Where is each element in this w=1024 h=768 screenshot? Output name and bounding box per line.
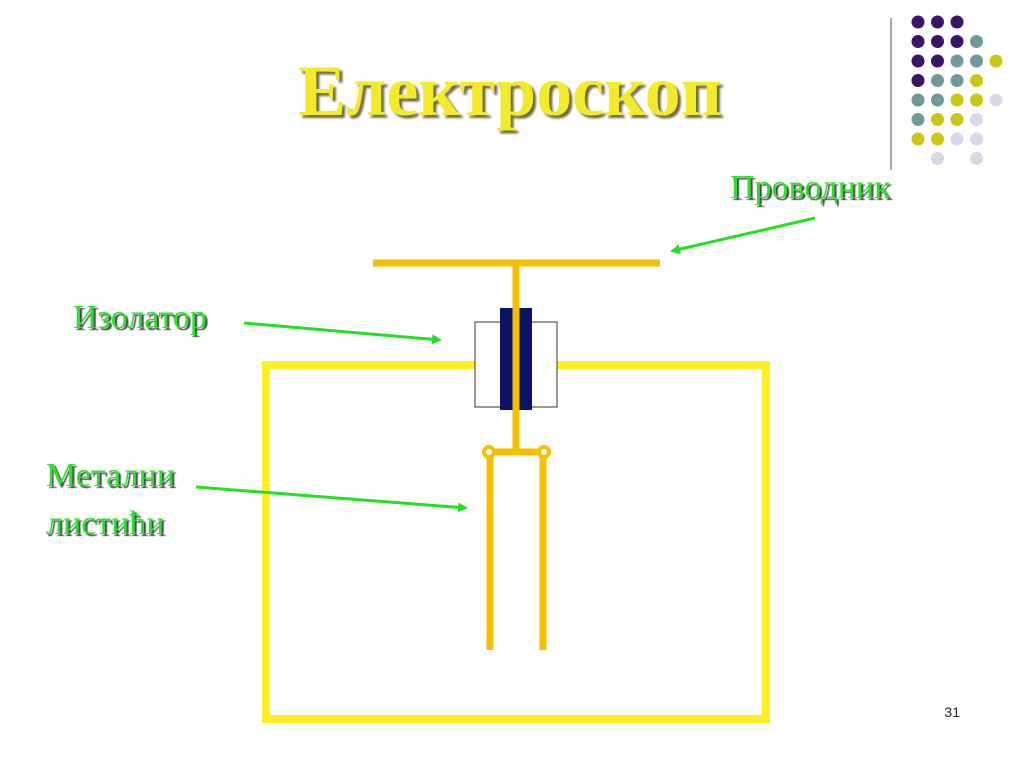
- decorative-dot: [950, 132, 964, 146]
- decorative-dot: [989, 93, 1003, 107]
- decorative-dot: [911, 54, 925, 68]
- decorative-dot: [970, 132, 983, 146]
- decorative-dot: [931, 74, 944, 87]
- decorative-dot: [911, 93, 925, 107]
- decorative-dot: [950, 74, 964, 87]
- decorative-dot: [931, 35, 944, 48]
- label-conductor: Проводник: [730, 169, 891, 206]
- decorative-dot: [931, 152, 944, 165]
- label-metal-leaves-line2: листићи: [46, 505, 165, 542]
- leaf-hinge-left: [482, 445, 496, 459]
- decorative-dot: [911, 35, 925, 48]
- decorative-dot: [950, 35, 964, 48]
- label-metal-leaves: Метални листићи: [46, 452, 175, 548]
- decorative-dot: [911, 132, 925, 146]
- decorative-dot: [970, 54, 983, 68]
- decorative-dot: [911, 74, 925, 87]
- label-metal-leaves-line1: Метални: [46, 457, 175, 494]
- decorative-dot: [911, 15, 925, 29]
- decorative-dot: [931, 132, 944, 146]
- decorative-dot-grid: [911, 15, 1003, 165]
- page-number: 31: [944, 704, 960, 720]
- decorative-dot: [911, 113, 925, 126]
- label-insulator: Изолатор: [73, 299, 207, 336]
- decorative-dot: [989, 54, 1003, 68]
- decorative-dot: [950, 54, 964, 68]
- decorative-dot: [970, 152, 983, 165]
- decorative-dot: [970, 93, 983, 107]
- insulator-arrow: [243, 321, 442, 345]
- decorative-dot: [950, 93, 964, 107]
- decorative-dot: [970, 35, 983, 48]
- decorative-dot: [970, 74, 983, 87]
- decorative-dot: [931, 54, 944, 68]
- decorative-dot: [931, 93, 944, 107]
- decorative-dot: [931, 113, 944, 126]
- decorative-dot: [950, 15, 964, 29]
- decorative-dot: [970, 113, 983, 126]
- metal-leaves-arrow: [195, 485, 468, 513]
- slide-title: Електроскоп: [297, 51, 723, 131]
- decorative-dot: [950, 113, 964, 126]
- leaf-hinge-right: [537, 445, 551, 459]
- decorative-dot: [931, 15, 944, 29]
- conductor-arrow: [670, 216, 816, 255]
